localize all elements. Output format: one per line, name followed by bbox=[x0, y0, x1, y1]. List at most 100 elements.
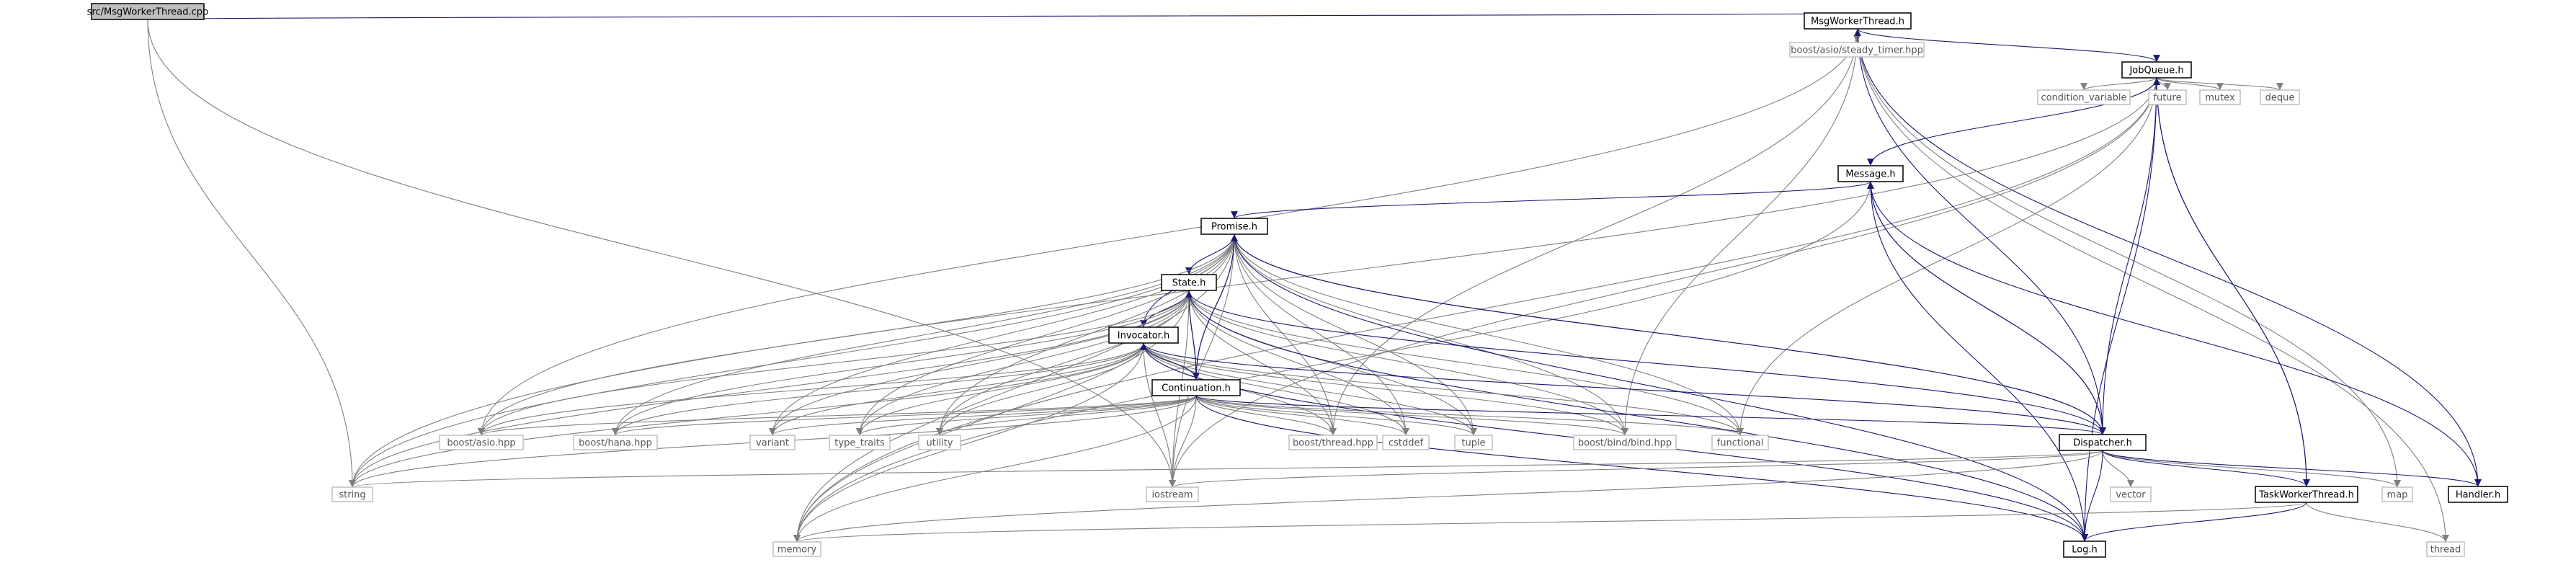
node-boost-asio-hpp: boost/asio.hpp bbox=[439, 435, 524, 450]
node-box bbox=[1454, 435, 1493, 450]
node-message-h[interactable]: Message.h bbox=[1837, 165, 1904, 182]
edge-invocator-to-tuple bbox=[1143, 342, 1477, 436]
node-box bbox=[91, 3, 205, 20]
edge-invocator-to-asio bbox=[478, 342, 1144, 436]
edge-message-to-promise bbox=[1231, 181, 1871, 219]
edge-invocator-to-hana bbox=[612, 342, 1144, 436]
edge-invocator-to-memory bbox=[793, 342, 1144, 543]
node-string: string bbox=[331, 486, 373, 502]
node-label: vector bbox=[2116, 490, 2146, 501]
node-promise-h[interactable]: Promise.h bbox=[1200, 218, 1268, 235]
edge-promise-to-iostream bbox=[1169, 233, 1235, 488]
edge-root-to-msgwt bbox=[147, 12, 1858, 22]
node-cstddef: cstddef bbox=[1382, 435, 1430, 450]
edge-continuation-to-functional bbox=[1195, 395, 1744, 436]
edge-invocator-to-string bbox=[349, 342, 1144, 488]
edge-invocator-to-iostream bbox=[1143, 342, 1176, 488]
node-map: map bbox=[2381, 486, 2413, 502]
node-box bbox=[749, 435, 795, 450]
edge-jobq-to-functional bbox=[1737, 77, 2157, 436]
node-state-h[interactable]: State.h bbox=[1161, 274, 1217, 291]
edge-invocator-to-functional bbox=[1143, 342, 1744, 436]
edge-dispatcher-to-handler bbox=[2102, 450, 2482, 487]
node-dispatcher-h[interactable]: Dispatcher.h bbox=[2059, 434, 2147, 451]
edge-promise-to-tuple bbox=[1234, 233, 1477, 436]
node-box bbox=[2381, 486, 2413, 502]
node-condition-variable: condition_variable bbox=[2037, 89, 2131, 105]
edge-invocator-to-dispatcher bbox=[1143, 342, 2106, 435]
edge-dispatcher-to-msgwt bbox=[1854, 28, 2103, 435]
node-boost-bind-bind-hpp: boost/bind/bind.hpp bbox=[1573, 435, 1677, 450]
node-label: type_traits bbox=[834, 438, 885, 449]
edge-state-to-asio bbox=[478, 290, 1190, 436]
edge-dispatcher-to-iostream bbox=[1169, 450, 2103, 488]
node-iostream: iostream bbox=[1146, 486, 1199, 502]
edge-jobq-to-string bbox=[349, 77, 2157, 488]
edge-jobq-to-message bbox=[1867, 77, 2157, 166]
node-memory: memory bbox=[772, 541, 821, 557]
edge-root-to-string bbox=[147, 19, 356, 488]
node-vector: vector bbox=[2110, 486, 2152, 502]
edge-dispatcher-to-memory bbox=[793, 450, 2103, 543]
node-label: utility bbox=[927, 438, 953, 449]
node-box bbox=[2260, 89, 2300, 105]
edge-state-to-functional bbox=[1188, 290, 1744, 436]
node-jobqueue-h[interactable]: JobQueue.h bbox=[2121, 61, 2192, 79]
edge-msgwt-to-asio bbox=[478, 28, 1858, 436]
node-src-msgworkerthread-cpp[interactable]: src/MsgWorkerThread.cpp bbox=[87, 3, 209, 20]
node-box bbox=[1789, 42, 1925, 58]
edge-jobq-to-condvar bbox=[2080, 77, 2157, 91]
edge-state-to-log bbox=[1188, 290, 2088, 542]
edge-root-to-iostream bbox=[147, 19, 1176, 488]
edge-continuation-to-typetraits bbox=[856, 395, 1197, 436]
node-box bbox=[2199, 89, 2241, 105]
edge-jobq-to-iostream bbox=[1169, 77, 2157, 488]
node-box bbox=[1573, 435, 1677, 450]
edge-msgwt-to-thread bbox=[1857, 28, 2449, 543]
node-box bbox=[2059, 434, 2147, 451]
node-label: memory bbox=[777, 545, 817, 556]
dependency-nodes: src/MsgWorkerThread.cppMsgWorkerThread.h… bbox=[87, 3, 2508, 558]
node-label: Log.h bbox=[2072, 545, 2098, 556]
edge-msgwt-to-bind bbox=[1621, 28, 1858, 436]
node-continuation-h[interactable]: Continuation.h bbox=[1151, 379, 1241, 396]
dependency-edges bbox=[147, 12, 2482, 543]
edge-taskwt-to-thread bbox=[2306, 502, 2449, 543]
node-label: boost/hana.hpp bbox=[579, 438, 652, 449]
node-label: Invocator.h bbox=[1118, 331, 1169, 342]
node-box bbox=[2037, 89, 2131, 105]
edge-state-to-hana bbox=[612, 290, 1190, 436]
node-label: tuple bbox=[1461, 438, 1485, 449]
node-invocator-h[interactable]: Invocator.h bbox=[1108, 326, 1179, 344]
node-box bbox=[772, 541, 821, 557]
node-label: boost/bind/bind.hpp bbox=[1578, 438, 1672, 449]
edge-state-to-typetraits bbox=[856, 290, 1190, 436]
node-label: boost/asio/steady_timer.hpp bbox=[1791, 45, 1923, 56]
edge-state-to-dispatcher bbox=[1188, 290, 2106, 435]
edge-promise-to-asio bbox=[478, 233, 1235, 436]
node-thread: thread bbox=[2426, 541, 2465, 557]
node-label: JobQueue.h bbox=[2129, 66, 2183, 76]
node-handler-h[interactable]: Handler.h bbox=[2448, 486, 2508, 503]
node-box bbox=[2110, 486, 2152, 502]
edge-dispatcher-to-taskwt bbox=[2102, 450, 2310, 487]
edge-invocator-to-typetraits bbox=[856, 342, 1144, 436]
node-label: functional bbox=[1717, 438, 1764, 449]
node-box bbox=[1382, 435, 1430, 450]
node-box bbox=[1837, 165, 1904, 182]
node-future: future bbox=[2148, 89, 2187, 105]
node-box bbox=[1200, 218, 1268, 235]
edge-message-to-log bbox=[1870, 181, 2088, 542]
node-box bbox=[2426, 541, 2465, 557]
node-taskworkerthread-h[interactable]: TaskWorkerThread.h bbox=[2255, 486, 2358, 503]
edge-taskwt-to-jobq bbox=[2153, 77, 2307, 487]
edge-jobq-to-memory bbox=[793, 77, 2157, 543]
edge-promise-to-thread_hpp bbox=[1234, 233, 1337, 436]
edge-continuation-to-tuple bbox=[1195, 395, 1477, 436]
node-log-h[interactable]: Log.h bbox=[2063, 540, 2106, 558]
node-msgworkerthread-h[interactable]: MsgWorkerThread.h bbox=[1804, 12, 1912, 30]
edge-continuation-to-variant bbox=[769, 395, 1197, 436]
node-box bbox=[1804, 12, 1912, 30]
node-box bbox=[2121, 61, 2192, 79]
edge-promise-to-utility bbox=[936, 233, 1235, 436]
